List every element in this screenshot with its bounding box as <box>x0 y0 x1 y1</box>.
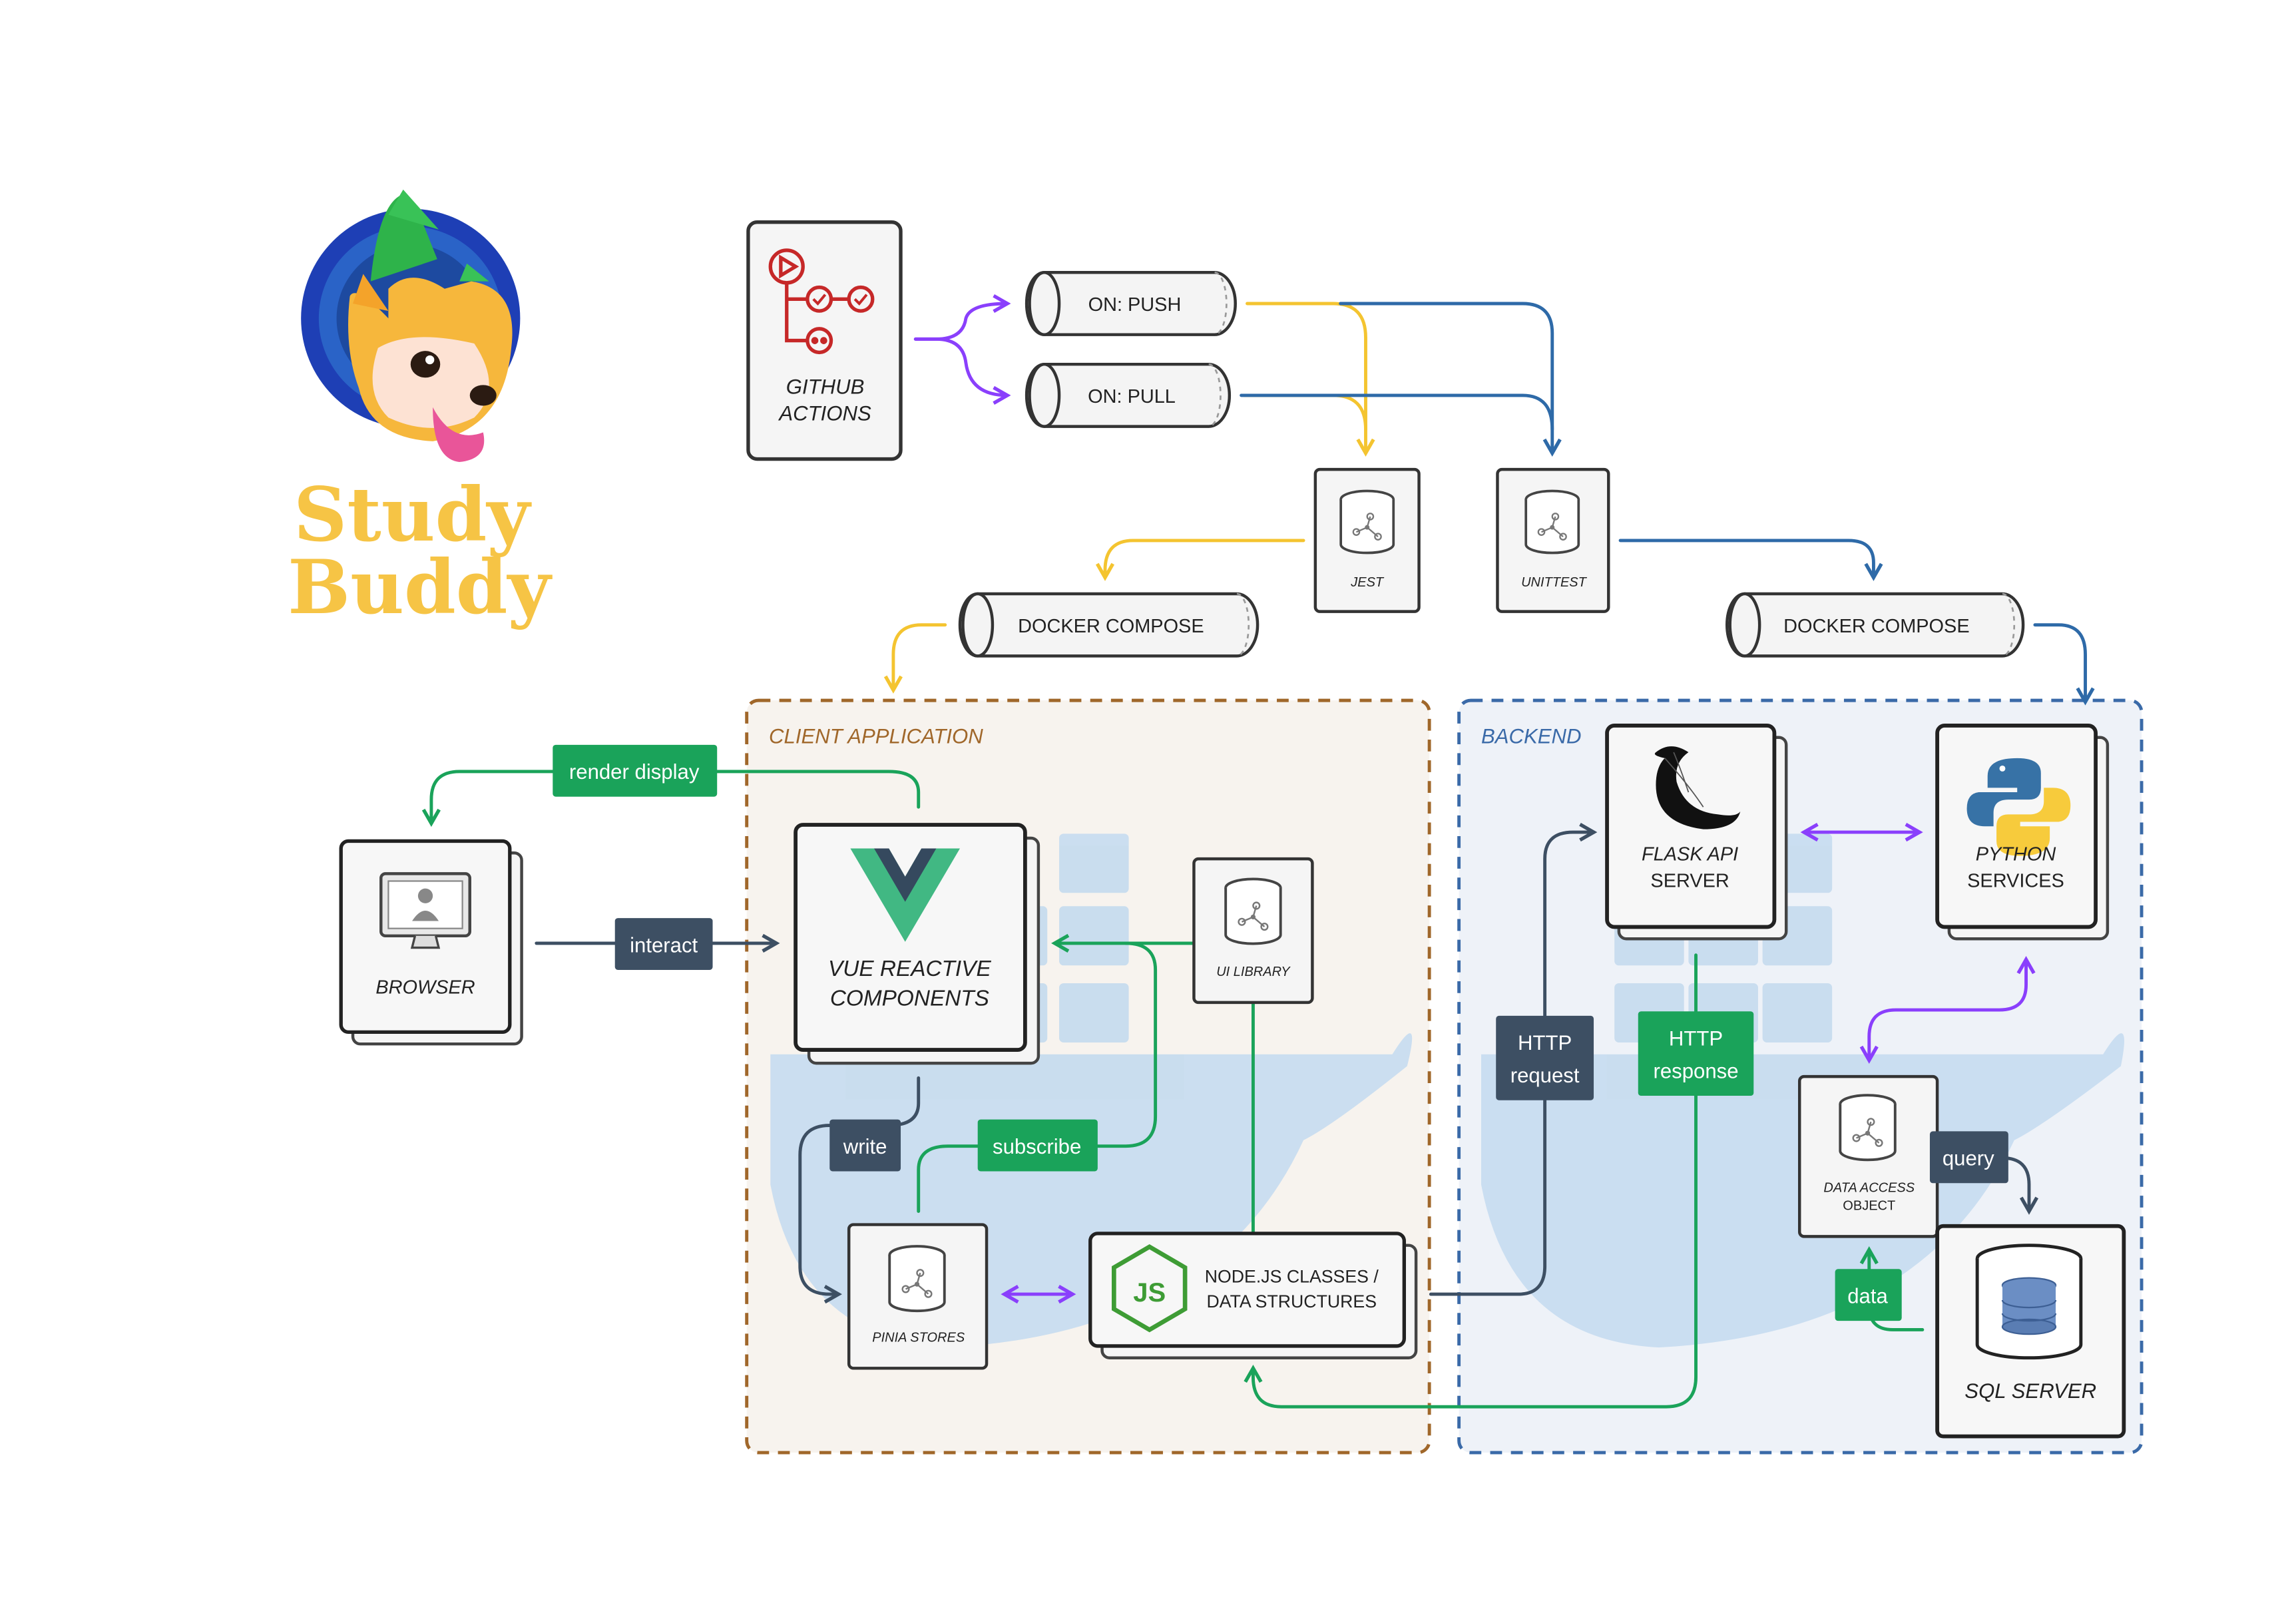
svg-text:request: request <box>1510 1064 1580 1087</box>
browser-label: BROWSER <box>375 977 475 999</box>
arrow-push-to-jest <box>1246 302 1375 457</box>
github-actions-icon <box>768 248 875 355</box>
data-access-object-icon <box>1839 1094 1897 1162</box>
arrow-jest-to-docker-client <box>1095 539 1305 581</box>
on-pull-trigger[interactable]: ON: PULL <box>1025 362 1232 428</box>
nodejs-classes-node[interactable]: JS NODE.JS CLASSES / DATA STRUCTURES <box>1088 1232 1418 1359</box>
corgi-mascot-icon <box>301 189 521 462</box>
logo-line2: Buddy <box>288 545 553 631</box>
monitor-user-icon <box>379 872 471 949</box>
jest-icon <box>1339 489 1395 555</box>
database-icon <box>1975 1244 2083 1360</box>
line-subscribe <box>917 941 1158 1213</box>
arrow-unittest-to-docker-backend <box>1618 539 1883 581</box>
svg-text:data: data <box>1847 1284 1888 1307</box>
vue-components-node[interactable]: VUE REACTIVE COMPONENTS <box>794 823 1040 1065</box>
backend-group-label: BACKEND <box>1481 725 1581 748</box>
tag-data: data <box>1835 1269 1902 1321</box>
arrow-docker-to-backend <box>2033 623 2095 706</box>
client-group-label: CLIENT APPLICATION <box>769 725 983 748</box>
svg-text:HTTP: HTTP <box>1518 1031 1572 1054</box>
tag-http-request: HTTP request <box>1496 1015 1594 1100</box>
svg-text:subscribe: subscribe <box>993 1135 1081 1158</box>
flask-label-line1: FLASK API <box>1642 843 1738 865</box>
browser-node[interactable]: BROWSER <box>339 839 523 1046</box>
tag-query: query <box>1929 1131 2008 1184</box>
unittest-label: UNITTEST <box>1521 575 1588 590</box>
svg-text:render display: render display <box>569 760 700 784</box>
tag-render-display: render display <box>553 744 718 797</box>
svg-text:interact: interact <box>630 933 698 957</box>
svg-text:HTTP: HTTP <box>1669 1027 1723 1050</box>
on-pull-label: ON: PULL <box>1088 386 1176 407</box>
arrow-docker-to-client <box>883 623 947 694</box>
on-push-label: ON: PUSH <box>1088 294 1182 316</box>
nodejs-label-line2: DATA STRUCTURES <box>1206 1291 1377 1311</box>
tag-subscribe: subscribe <box>977 1119 1098 1172</box>
docker-compose-backend-label: DOCKER COMPOSE <box>1783 616 1969 637</box>
jest-label: JEST <box>1350 575 1385 590</box>
arrow-push-to-unittest <box>1339 302 1562 457</box>
dao-label-line1: DATA ACCESS <box>1823 1181 1915 1196</box>
tag-http-response: HTTP response <box>1638 1011 1754 1096</box>
svg-text:JS: JS <box>1133 1278 1166 1307</box>
ui-library-icon <box>1224 877 1282 945</box>
arrow-write <box>798 1076 921 1304</box>
python-services-node[interactable]: PYTHON SERVICES <box>1935 724 2110 941</box>
arrow-pull-to-jest <box>1242 393 1367 431</box>
docker-compose-client-label: DOCKER COMPOSE <box>1018 616 1204 637</box>
pinia-stores-node[interactable]: PINIA STORES <box>847 1223 989 1370</box>
arrow-gh-to-push <box>913 294 1011 341</box>
ui-library-node[interactable]: UI LIBRARY <box>1192 857 1314 1005</box>
github-actions-label-line1: GITHUB <box>786 375 865 399</box>
data-access-object-node[interactable]: DATA ACCESS OBJECT <box>1797 1074 1939 1238</box>
docker-compose-client[interactable]: DOCKER COMPOSE <box>958 592 1260 658</box>
arrow-pull-to-unittest <box>1240 393 1554 431</box>
sql-server-node[interactable]: SQL SERVER <box>1935 1224 2126 1439</box>
sql-server-label: SQL SERVER <box>1964 1379 2096 1403</box>
nodejs-label-line1: NODE.JS CLASSES / <box>1205 1266 1379 1286</box>
studybuddy-logo: Study Buddy <box>288 189 553 631</box>
on-push-trigger[interactable]: ON: PUSH <box>1025 271 1237 336</box>
arrow-http-response <box>1244 953 1698 1409</box>
vue-label-line2: COMPONENTS <box>830 986 989 1011</box>
dao-label-line2: OBJECT <box>1843 1198 1895 1213</box>
logo-line1: Study <box>294 472 532 559</box>
svg-text:write: write <box>843 1135 887 1158</box>
pinia-stores-label: PINIA STORES <box>872 1330 965 1345</box>
tag-write: write <box>829 1119 901 1172</box>
arrow-python-dao <box>1859 956 2036 1064</box>
jest-node[interactable]: JEST <box>1313 467 1421 613</box>
pinia-stores-icon <box>888 1245 946 1313</box>
unittest-node[interactable]: UNITTEST <box>1496 467 1610 613</box>
ui-library-label: UI LIBRARY <box>1216 965 1291 979</box>
unittest-icon <box>1524 489 1580 555</box>
arrow-gh-to-pull <box>913 337 1011 405</box>
github-actions-label-line2: ACTIONS <box>778 402 871 425</box>
flask-logo-icon <box>1654 746 1741 829</box>
svg-text:response: response <box>1653 1059 1738 1082</box>
nodejs-logo-icon: JS <box>1112 1244 1188 1333</box>
python-label-line1: PYTHON <box>1976 843 2056 865</box>
flask-label-line2: SERVER <box>1650 870 1729 891</box>
tag-interact: interact <box>614 918 713 970</box>
vue-logo-icon <box>850 848 961 942</box>
vue-label-line1: VUE REACTIVE <box>828 957 991 981</box>
docker-compose-backend[interactable]: DOCKER COMPOSE <box>1725 592 2025 658</box>
flask-api-node[interactable]: FLASK API SERVER <box>1605 724 1788 941</box>
github-actions-node[interactable]: GITHUB ACTIONS <box>746 220 903 461</box>
svg-text:query: query <box>1943 1147 1994 1170</box>
python-label-line2: SERVICES <box>1967 870 2064 891</box>
